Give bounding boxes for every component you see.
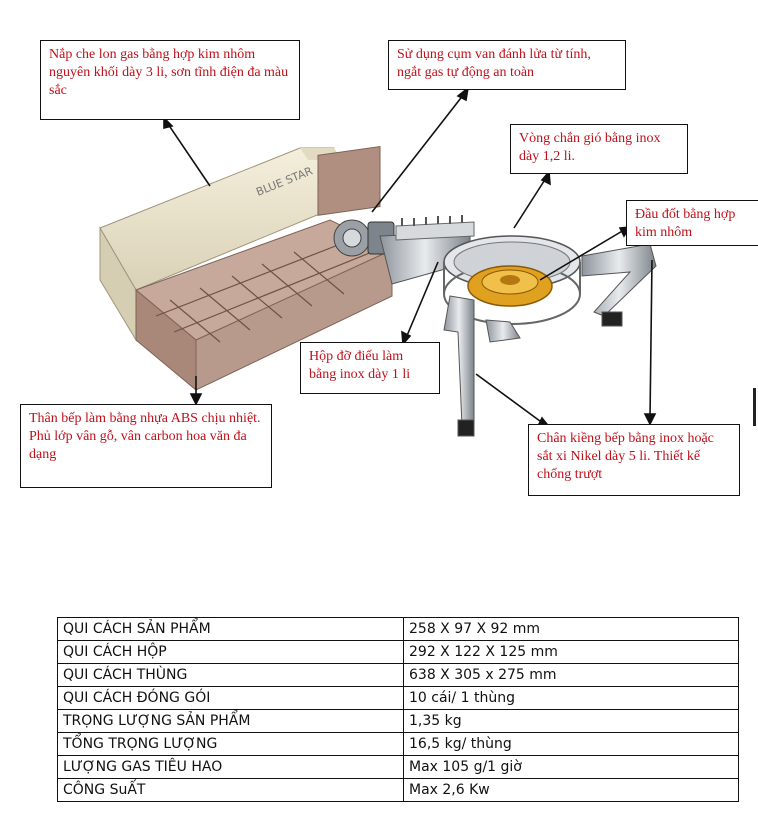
spec-label: QUI CÁCH SẢN PHẨM: [57, 617, 404, 641]
spec-label: TỔNG TRỌNG LƯỢNG: [57, 732, 404, 756]
spec-value: 10 cái/ 1 thùng: [403, 686, 739, 710]
spec-label: LƯỢNG GAS TIÊU HAO: [57, 755, 404, 779]
spec-value: 1,35 kg: [403, 709, 739, 733]
edge-mark: [753, 388, 756, 426]
spec-label: QUI CÁCH ĐÓNG GÓI: [57, 686, 404, 710]
callout-arrows: [163, 86, 657, 430]
spec-label: QUI CÁCH HỘP: [57, 640, 404, 664]
product-illustration: BLUE STAR: [99, 86, 657, 437]
spec-label: TRỌNG LƯỢNG SẢN PHẨM: [57, 709, 404, 733]
spec-value: 638 X 305 x 275 mm: [403, 663, 739, 687]
callout-support-box: Hộp đỡ điếu làm bằng inox dày 1 li: [300, 342, 440, 394]
stove-body: [135, 146, 394, 392]
spec-value: 258 X 97 X 92 mm: [403, 617, 739, 641]
callout-lid: Nắp che lon gas bằng hợp kim nhôm nguyên…: [40, 40, 300, 120]
spec-value: Max 2,6 Kw: [403, 778, 739, 802]
callout-legs: Chân kiềng bếp bằng inox hoặc sắt xi Nik…: [528, 424, 740, 496]
spec-value: 16,5 kg/ thùng: [403, 732, 739, 756]
callout-windshield: Vòng chắn gió bằng inox dày 1,2 li.: [510, 124, 688, 174]
burner-head: [467, 265, 553, 307]
steel-support-box: [379, 215, 475, 285]
spec-label: QUI CÁCH THÙNG: [57, 663, 404, 687]
stove-legs: [443, 243, 657, 437]
callout-body: Thân bếp làm bằng nhựa ABS chịu nhiệt. P…: [20, 404, 272, 488]
spec-label: CÔNG SuẤT: [57, 778, 404, 802]
callout-burner: Đầu đốt bằng hợp kim nhôm: [626, 200, 758, 246]
spec-value: Max 105 g/1 giờ: [403, 755, 739, 779]
callout-valve: Sử dụng cụm van đánh lửa từ tính, ngắt g…: [388, 40, 626, 90]
spec-value: 292 X 122 X 125 mm: [403, 640, 739, 664]
